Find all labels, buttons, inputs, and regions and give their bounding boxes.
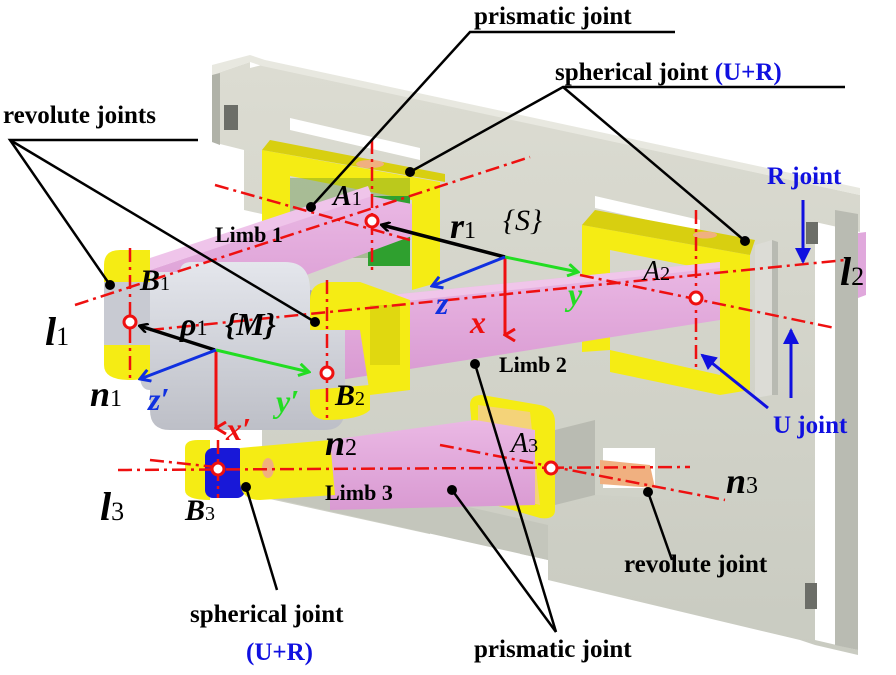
line-A2-y: [579, 273, 836, 330]
axis-label-yp: y′: [272, 383, 299, 419]
axis-lines: [74, 140, 846, 502]
leader-prismatic-bottom-1: [473, 363, 558, 633]
label-u-joint: U joint: [773, 412, 848, 439]
axis-label-x: x: [469, 304, 486, 340]
label-spherical-joint-bottom-suffix: (U+R): [246, 639, 313, 666]
line-l2: [149, 258, 846, 332]
joint-marker-A1: [364, 213, 380, 229]
joint-marker-A2: [688, 290, 704, 306]
joint-marker-B2: [319, 365, 335, 381]
leader-spherical-bottom: [244, 486, 279, 591]
leader-dots: [105, 167, 750, 497]
frame-label-S: {S}: [503, 204, 542, 237]
vector-r1-arrow: [382, 225, 506, 259]
label-revolute-joint: revolute joint: [624, 551, 768, 578]
symbol-l2: l2: [840, 249, 864, 294]
joint-marker-A3: [543, 460, 559, 476]
symbol-B1: B1: [139, 264, 170, 297]
limb-2-bar: [340, 262, 720, 380]
symbol-r1: r1: [450, 206, 476, 246]
leader-revolute-top-2: [9, 138, 316, 324]
label-spherical-joint-bottom: spherical joint: [190, 601, 344, 628]
joint-marker-B3: [210, 461, 226, 477]
joint-markers: [122, 213, 704, 477]
axis-z-arrow: [432, 255, 506, 286]
axis-yp-arrow: [215, 348, 309, 372]
label-revolute-joints: revolute joints: [3, 102, 156, 129]
label-prismatic-joint-top: prismatic joint: [474, 3, 632, 30]
joint-marker-B1: [122, 314, 138, 330]
symbol-A2: A2: [641, 256, 670, 287]
symbol-B2: B2: [334, 379, 365, 412]
leader-spherical-top-2: [562, 86, 746, 242]
symbol-n1: n1: [90, 374, 122, 414]
symbol-rho1: ρ1: [179, 306, 207, 342]
frame-label-M: {M}: [225, 306, 276, 342]
line-l1-ext: [214, 183, 411, 242]
symbol-n3: n3: [726, 461, 758, 501]
frame-S-axes: [432, 255, 578, 335]
line-n3-right: [439, 443, 726, 502]
limb-3-bar: [330, 420, 535, 510]
axis-zp-arrow: [140, 348, 217, 379]
label-limb-2: Limb 2: [499, 352, 567, 377]
symbol-A1: A1: [331, 181, 362, 212]
symbol-l1: l1: [45, 309, 69, 354]
label-prismatic-joint-bottom: prismatic joint: [474, 636, 632, 663]
line-l1: [74, 155, 531, 307]
label-spherical-joint-top-text: spherical joint: [555, 59, 715, 86]
frame-M-axes: [140, 348, 309, 428]
axis-label-y: y: [564, 276, 583, 312]
axis-label-xp: x′: [225, 411, 251, 447]
revolute-joint-B2: [310, 282, 410, 420]
label-spherical-joint-top-suffix: (U+R): [715, 59, 782, 86]
vector-rho1-arrow: [140, 326, 216, 352]
u-joint-pointer-diag: [700, 353, 769, 410]
leader-revolute-bottom: [646, 491, 674, 561]
leader-prismatic-bottom-2: [450, 489, 558, 633]
label-spherical-joint-top: spherical joint (U+R): [555, 59, 782, 86]
symbol-B3: B3: [184, 494, 215, 527]
symbol-l3: l3: [100, 484, 124, 529]
label-r-joint: R joint: [767, 163, 842, 190]
label-limb-1: Limb 1: [215, 222, 283, 247]
label-limb-3: Limb 3: [325, 480, 393, 505]
symbol-n2: n2: [325, 423, 357, 463]
leader-prismatic-top: [310, 30, 675, 208]
leader-lines: [7, 30, 845, 633]
axis-label-zp: z′: [147, 381, 169, 417]
axis-y-arrow: [504, 255, 578, 272]
symbol-A3: A3: [509, 428, 538, 459]
axis-label-z: z: [435, 285, 449, 321]
